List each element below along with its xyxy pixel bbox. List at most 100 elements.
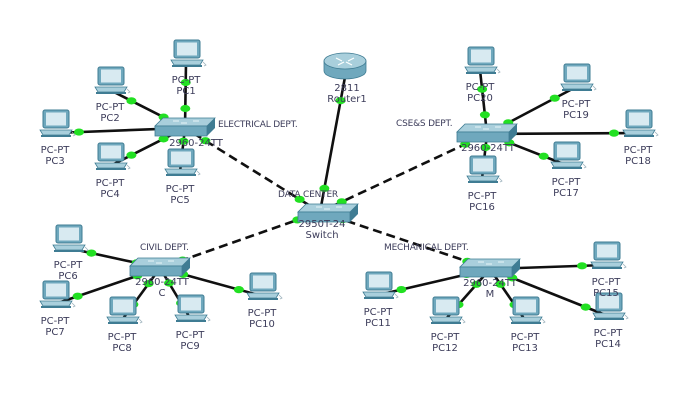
port-status-light bbox=[294, 195, 305, 203]
pc-type-label-pc16: PC-PT bbox=[467, 191, 497, 202]
pc-icon-pc16[interactable] bbox=[466, 155, 503, 183]
port-status-light bbox=[178, 137, 189, 145]
pc-name-label-pc16: PC16 bbox=[469, 202, 495, 213]
port-status-light bbox=[126, 97, 137, 105]
pc-type-label-pc5: PC-PT bbox=[165, 184, 195, 195]
router-name-label: Router1 bbox=[327, 94, 367, 105]
pc-icon-pc18[interactable] bbox=[622, 109, 659, 137]
link-elec-pc1[interactable] bbox=[180, 62, 191, 129]
department-label-mech: MECHANICAL DEPT. bbox=[384, 243, 469, 253]
pc-name-label-pc1: PC1 bbox=[176, 86, 196, 97]
pc-type-label-pc20: PC-PT bbox=[465, 82, 495, 93]
switch-name-label-civil: C bbox=[158, 288, 166, 299]
pc-icon-pc9[interactable] bbox=[174, 294, 211, 322]
pc-name-label-pc6: PC6 bbox=[58, 271, 78, 282]
pc-type-label-pc11: PC-PT bbox=[363, 307, 393, 318]
switch-icon-mech[interactable] bbox=[459, 258, 521, 278]
port-status-light bbox=[164, 279, 174, 287]
pc-icon-pc20[interactable] bbox=[464, 46, 501, 74]
pc-name-label-pc8: PC8 bbox=[112, 343, 132, 354]
pc-type-label-pc13: PC-PT bbox=[510, 332, 540, 343]
link-router1-core[interactable] bbox=[318, 76, 347, 213]
pc-type-label-pc14: PC-PT bbox=[593, 328, 623, 339]
link-core-elec[interactable] bbox=[184, 126, 321, 214]
port-status-light bbox=[126, 151, 137, 159]
pc-icon-pc12[interactable] bbox=[429, 296, 466, 324]
pc-name-label-pc3: PC3 bbox=[45, 156, 65, 167]
pc-type-label-pc18: PC-PT bbox=[623, 145, 653, 156]
core-switch-model-label: 2950T-24 bbox=[298, 219, 346, 230]
port-status-light bbox=[319, 184, 330, 193]
port-status-light bbox=[396, 285, 407, 294]
department-label-cse: CSE&S DEPT. bbox=[396, 119, 453, 129]
department-label-elec: ELECTRICAL DEPT. bbox=[218, 120, 298, 130]
pc-type-label-pc2: PC-PT bbox=[95, 102, 125, 113]
pc-name-label-pc20: PC20 bbox=[467, 93, 493, 104]
router-icon[interactable] bbox=[323, 52, 367, 80]
pc-type-label-pc15: PC-PT bbox=[591, 277, 621, 288]
cable-straight[interactable] bbox=[478, 69, 489, 135]
port-status-light bbox=[158, 135, 169, 143]
pc-type-label-pc3: PC-PT bbox=[40, 145, 70, 156]
pc-type-label-pc9: PC-PT bbox=[175, 330, 205, 341]
switch-model-label-civil: 2960-24TT bbox=[135, 277, 189, 288]
port-status-light bbox=[480, 143, 491, 152]
switch-name-label-mech: M bbox=[485, 289, 495, 300]
link-cse-pc20[interactable] bbox=[477, 69, 490, 135]
cable-straight[interactable] bbox=[183, 62, 188, 129]
pc-icon-pc19[interactable] bbox=[560, 63, 597, 91]
port-status-light bbox=[477, 85, 488, 93]
core-switch-location-label: DATA CENTER bbox=[278, 190, 338, 200]
pc-icon-pc3[interactable] bbox=[39, 109, 76, 137]
pc-icon-pc17[interactable] bbox=[550, 141, 587, 169]
port-status-light bbox=[200, 137, 211, 145]
pc-icon-pc6[interactable] bbox=[52, 224, 89, 252]
port-status-light bbox=[479, 111, 490, 119]
pc-type-label-pc10: PC-PT bbox=[247, 308, 277, 319]
switch-icon-elec[interactable] bbox=[154, 117, 216, 137]
pc-icon-pc1[interactable] bbox=[170, 39, 207, 67]
port-status-light bbox=[86, 249, 97, 257]
switch-model-label-cse: 2960-24TT bbox=[461, 143, 515, 154]
pc-name-label-pc13: PC13 bbox=[512, 343, 538, 354]
pc-name-label-pc4: PC4 bbox=[100, 189, 120, 200]
pc-name-label-pc14: PC14 bbox=[595, 339, 621, 350]
cable-crossover[interactable] bbox=[319, 132, 488, 214]
pc-icon-pc15[interactable] bbox=[590, 241, 627, 269]
pc-type-label-pc7: PC-PT bbox=[40, 316, 70, 327]
port-status-light bbox=[72, 292, 83, 300]
pc-icon-pc7[interactable] bbox=[39, 280, 76, 308]
port-status-light bbox=[143, 280, 154, 288]
pc-icon-pc4[interactable] bbox=[94, 142, 131, 170]
pc-name-label-pc2: PC2 bbox=[100, 113, 120, 124]
pc-icon-pc11[interactable] bbox=[362, 271, 399, 299]
pc-icon-pc13[interactable] bbox=[509, 296, 546, 324]
pc-icon-pc10[interactable] bbox=[246, 272, 283, 300]
pc-name-label-pc11: PC11 bbox=[365, 318, 391, 329]
core-switch-name-label: Switch bbox=[305, 230, 339, 241]
pc-name-label-pc12: PC12 bbox=[432, 343, 458, 354]
pc-type-label-pc8: PC-PT bbox=[107, 332, 137, 343]
pc-icon-pc14[interactable] bbox=[592, 292, 629, 320]
pc-name-label-pc9: PC9 bbox=[180, 341, 200, 352]
switch-icon-cse[interactable] bbox=[456, 123, 518, 143]
port-status-light bbox=[233, 286, 244, 294]
router-model-label: 2811 bbox=[334, 83, 360, 94]
port-status-light bbox=[335, 96, 346, 105]
port-status-light bbox=[471, 280, 482, 288]
port-status-light bbox=[538, 152, 549, 160]
switch-model-label-elec: 2960-24TT bbox=[169, 138, 223, 149]
pc-icon-pc5[interactable] bbox=[164, 148, 201, 176]
port-status-light bbox=[180, 104, 191, 113]
pc-icon-pc2[interactable] bbox=[94, 66, 131, 94]
core-switch-icon[interactable] bbox=[297, 203, 359, 223]
pc-type-label-pc19: PC-PT bbox=[561, 99, 591, 110]
port-status-light bbox=[549, 94, 560, 102]
pc-type-label-pc17: PC-PT bbox=[551, 177, 581, 188]
pc-type-label-pc12: PC-PT bbox=[430, 332, 460, 343]
switch-icon-civil[interactable] bbox=[129, 257, 191, 277]
pc-icon-pc8[interactable] bbox=[106, 296, 143, 324]
